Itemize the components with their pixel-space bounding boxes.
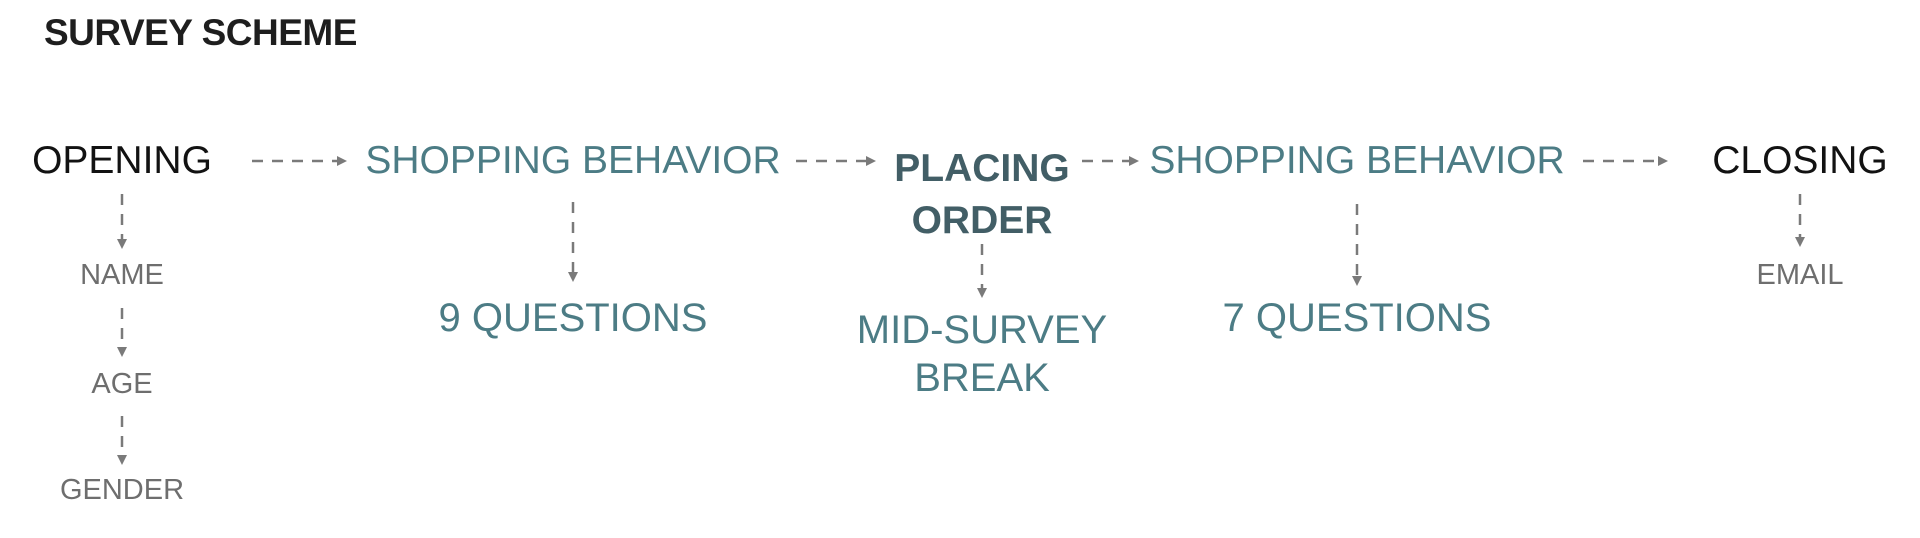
shopping-behavior-node-1: SHOPPING BEHAVIOR — [365, 139, 781, 182]
shopping-behavior-node-2: SHOPPING BEHAVIOR — [1149, 139, 1565, 182]
placing-order-detail-line-2: BREAK — [914, 356, 1050, 400]
closing-node: CLOSING — [1712, 139, 1888, 182]
shopping-behavior-2-detail: 7 QUESTIONS — [1222, 296, 1492, 340]
placing-order-line-2: ORDER — [911, 199, 1053, 242]
placing-order-line-1: PLACING — [894, 147, 1070, 190]
opening-item-name: NAME — [80, 259, 164, 291]
placing-order-detail: MID-SURVEY BREAK — [857, 306, 1107, 402]
opening-node: OPENING — [32, 139, 212, 182]
page-title: SURVEY SCHEME — [44, 12, 357, 53]
placing-order-node: PLACING ORDER — [894, 143, 1070, 247]
opening-item-gender: GENDER — [59, 474, 185, 506]
opening-item-age: AGE — [91, 368, 153, 400]
placing-order-detail-line-1: MID-SURVEY — [856, 308, 1108, 352]
closing-item-email: EMAIL — [1756, 259, 1844, 291]
shopping-behavior-1-detail: 9 QUESTIONS — [438, 296, 708, 340]
